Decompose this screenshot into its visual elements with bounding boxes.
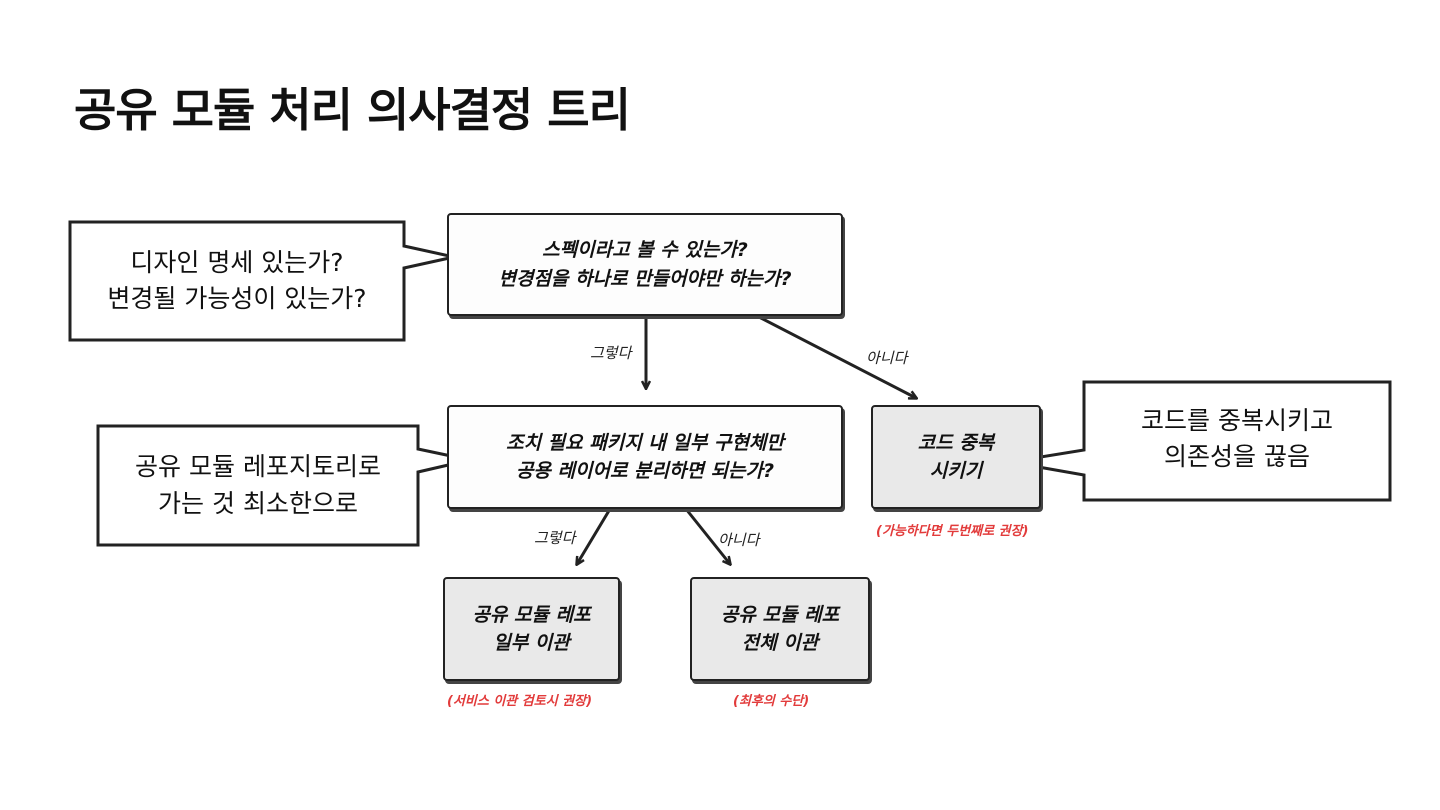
edge-label-q1-no: 아니다 — [866, 349, 908, 367]
edge-q1-no-arrow — [756, 314, 916, 398]
edge-q2-yes-arrow — [577, 508, 612, 564]
note-partial-migration: (서비스 이관 검토시 권장) — [447, 694, 593, 709]
decision-node-partial-split: 조치 필요 패키지 내 일부 구현체만 공용 레이어로 분리하면 되는가? — [447, 405, 843, 509]
callout-bubble-2 — [96, 424, 471, 547]
result-node-duplicate: 코드 중복 시키기 — [871, 405, 1041, 509]
note-full-migration: (최후의 수단) — [733, 694, 810, 709]
decision-node-spec: 스펙이라고 볼 수 있는가? 변경점을 하나로 만들어야만 하는가? — [447, 213, 843, 316]
result-node-partial-migration: 공유 모듈 레포 일부 이관 — [443, 577, 620, 681]
edge-label-q2-no: 아니다 — [718, 531, 760, 549]
edge-label-q1-yes: 그렇다 — [590, 344, 632, 362]
callout-text-1: 디자인 명세 있는가? 변경될 가능성이 있는가? — [107, 247, 367, 313]
result-node-full-migration: 공유 모듈 레포 전체 이관 — [690, 577, 870, 681]
page-title: 공유 모듈 처리 의사결정 트리 — [74, 83, 631, 137]
edge-label-q2-yes: 그렇다 — [534, 529, 576, 547]
edge-q2-no-arrow — [684, 508, 730, 564]
callout-text-3: 코드를 중복시키고 의존성을 끊음 — [1141, 405, 1333, 471]
callout-bubble-1 — [68, 220, 455, 342]
callout-text-2: 공유 모듈 레포지토리로 가는 것 최소한으로 — [135, 452, 381, 518]
note-duplicate: (가능하다면 두번째로 권장) — [876, 524, 1029, 539]
callout-bubble-3 — [1009, 380, 1392, 502]
